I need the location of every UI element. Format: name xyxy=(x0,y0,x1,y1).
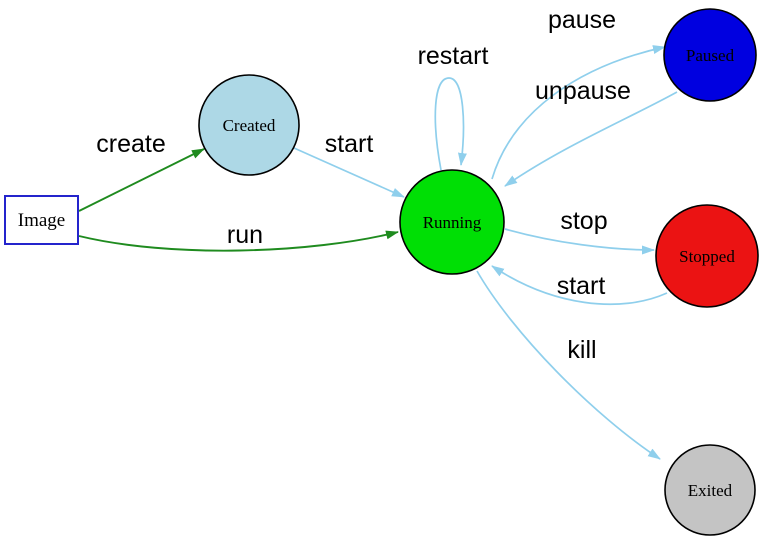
edge-kill xyxy=(476,270,661,460)
edge-label-pause: pause xyxy=(548,6,616,34)
edge-label-run: run xyxy=(227,221,263,249)
edge-label-create: create xyxy=(96,130,165,158)
node-label-image: Image xyxy=(18,210,65,231)
node-shape-stopped xyxy=(655,204,759,308)
edge-run xyxy=(78,230,399,252)
node-label-created: Created xyxy=(223,116,276,135)
node-shape-paused xyxy=(663,8,757,102)
node-label-exited: Exited xyxy=(688,481,733,500)
edge-start-stopped xyxy=(491,265,668,306)
edge-stop xyxy=(504,228,655,255)
edge-unpause xyxy=(504,91,678,187)
edge-label-kill: kill xyxy=(567,336,596,364)
node-shape-running xyxy=(399,169,505,275)
node-label-running: Running xyxy=(423,213,482,232)
node-shape-created xyxy=(198,74,300,176)
node-paused: Paused xyxy=(663,8,757,102)
node-stopped: Stopped xyxy=(655,204,759,308)
edge-create xyxy=(78,148,205,212)
edge-restart xyxy=(434,77,467,171)
node-image: Image xyxy=(4,195,79,245)
edge-label-stop: stop xyxy=(560,207,607,235)
edge-label-restart: restart xyxy=(418,42,489,70)
edge-pause xyxy=(491,45,666,180)
edge-label-start-stopped: start xyxy=(557,272,606,300)
node-shape-image xyxy=(4,195,79,245)
edges-layer xyxy=(78,45,678,460)
edge-start-created xyxy=(293,147,405,198)
node-label-paused: Paused xyxy=(686,46,735,65)
node-running: Running xyxy=(399,169,505,275)
edge-labels-layer: create run start restart pause unpause stop sta… xyxy=(96,6,631,364)
node-exited: Exited xyxy=(664,444,756,536)
node-label-stopped: Stopped xyxy=(679,247,735,266)
node-shape-exited xyxy=(664,444,756,536)
edge-label-unpause: unpause xyxy=(535,77,631,105)
node-created: Created xyxy=(198,74,300,176)
edge-label-start-created: start xyxy=(325,130,374,158)
